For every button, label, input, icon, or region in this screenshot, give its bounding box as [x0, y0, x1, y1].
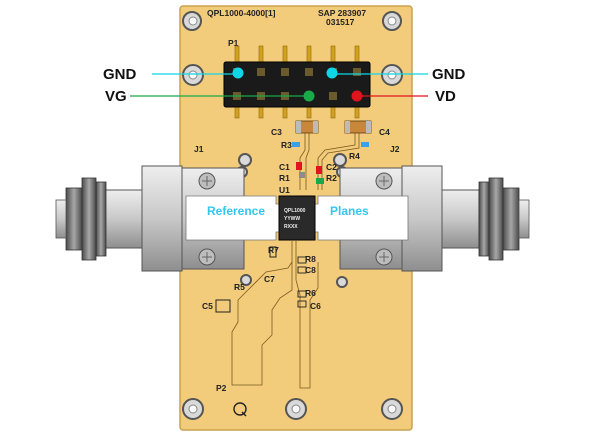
- vd-dot: [351, 90, 363, 102]
- c7-label: C7: [264, 274, 275, 284]
- c5-label: C5: [202, 301, 213, 311]
- gnd-right-dot: [326, 67, 338, 79]
- c6-label: C6: [310, 301, 321, 311]
- c5-capacitor: [215, 299, 231, 313]
- r7-label: R7: [268, 245, 279, 255]
- r1-label: R1: [279, 173, 290, 183]
- p2-label: P2: [216, 383, 227, 393]
- gnd-right-label: GND: [432, 66, 466, 83]
- reference-plane-right: [303, 195, 409, 241]
- r4-label: R4: [349, 151, 360, 161]
- planes-label: Planes: [330, 204, 369, 218]
- vg-label: VG: [105, 88, 127, 105]
- c1-label: C1: [279, 162, 290, 172]
- mounting-holes: [182, 11, 403, 420]
- right-lower-parts: [297, 256, 307, 308]
- r2-resistor: [316, 178, 324, 184]
- r1-resistor: [299, 172, 305, 178]
- r3-label: R3: [281, 140, 292, 150]
- c1-capacitor: [296, 162, 302, 170]
- q-logo-icon: [233, 402, 247, 416]
- gnd-left-label: GND: [103, 66, 137, 83]
- r6-label: R6: [305, 288, 316, 298]
- r4-resistor: [361, 142, 369, 147]
- reference-label: Reference: [207, 204, 265, 218]
- j2-label: J2: [390, 144, 400, 154]
- r7-resistor: [269, 246, 277, 258]
- chip-u1: QPL1000 YYWW RXXX: [278, 195, 316, 241]
- c2-label: C2: [326, 162, 337, 172]
- j1-label: J1: [194, 144, 204, 154]
- sap-date-label: 031517: [326, 17, 355, 27]
- r2-label: R2: [326, 173, 337, 183]
- capacitor-c3: [295, 120, 319, 134]
- vd-label: VD: [435, 88, 456, 105]
- q-logo-tail: [241, 411, 247, 417]
- chip-line2: YYWW: [284, 216, 300, 222]
- chip-line3: RXXX: [284, 224, 298, 230]
- c4-label: C4: [379, 127, 390, 137]
- header-p1-label: P1: [228, 38, 239, 48]
- sap-number-label: SAP 283907: [318, 8, 366, 18]
- c8-label: C8: [305, 265, 316, 275]
- header-pins: [234, 45, 360, 119]
- r8-label: R8: [305, 254, 316, 264]
- vg-dot: [303, 90, 315, 102]
- r5-label: R5: [234, 282, 245, 292]
- lower-traces: [231, 240, 319, 389]
- r3-resistor: [292, 142, 300, 147]
- header-connector: [223, 61, 371, 108]
- part-number-label: QPL1000-4000[1]: [207, 8, 276, 18]
- c2-capacitor: [316, 166, 322, 174]
- reference-plane-left: [185, 195, 291, 241]
- c3-label: C3: [271, 127, 282, 137]
- gnd-left-dot: [232, 67, 244, 79]
- chip-line1: QPL1000: [284, 208, 306, 214]
- capacitor-c4: [344, 120, 372, 134]
- u1-label: U1: [279, 185, 290, 195]
